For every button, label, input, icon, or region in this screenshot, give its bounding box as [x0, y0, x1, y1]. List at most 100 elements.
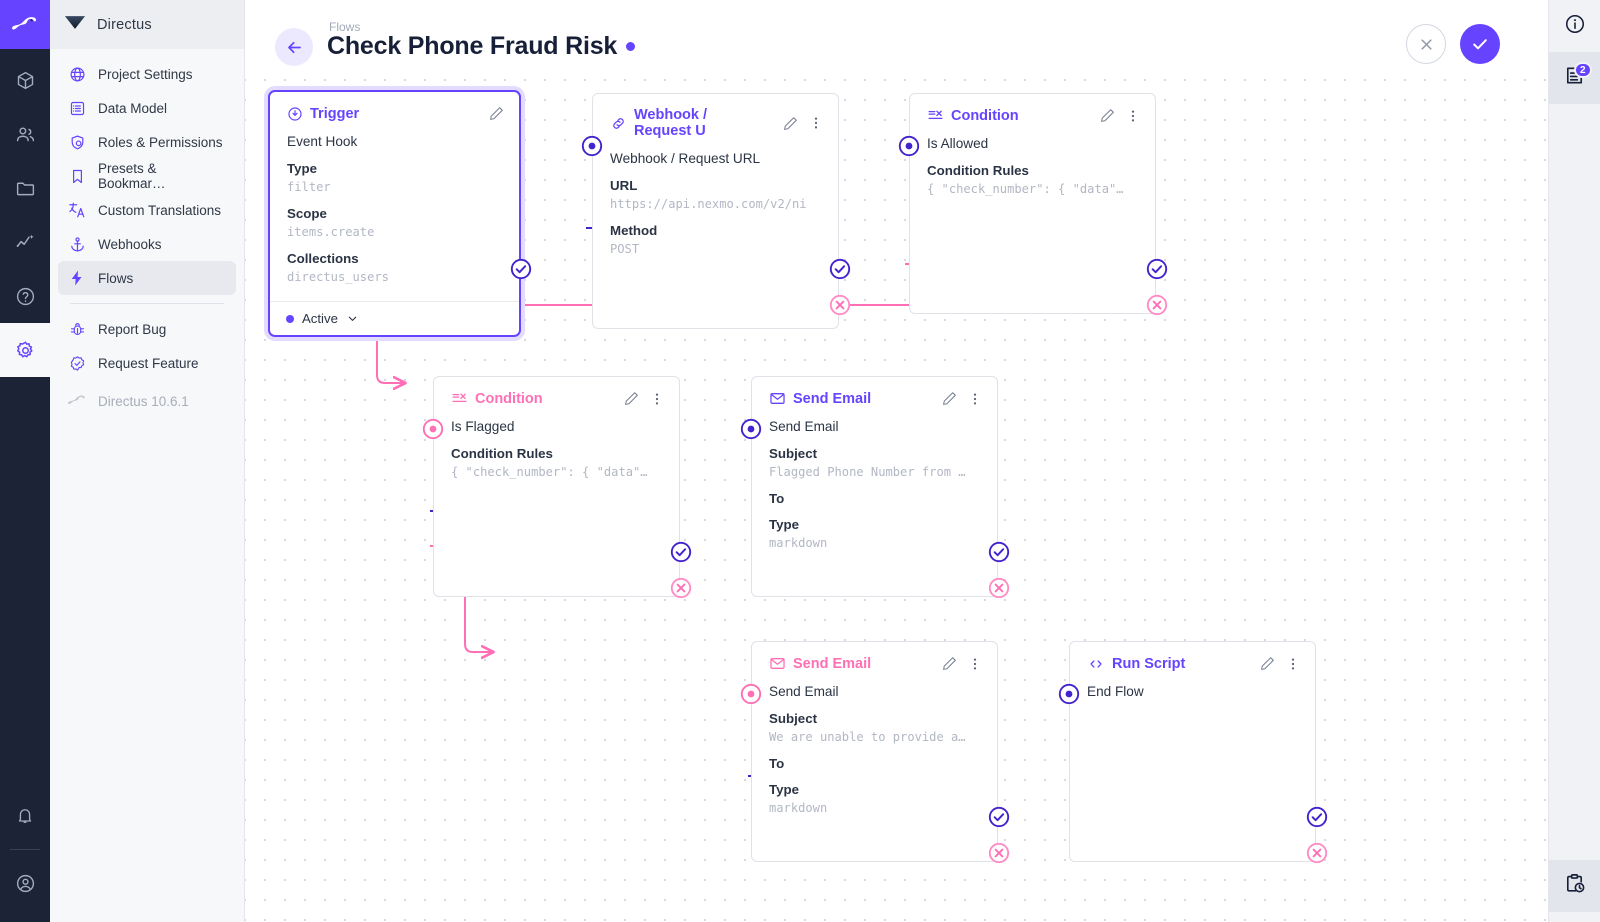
port-reject-condition-flagged[interactable]: [670, 577, 692, 599]
flow-node-send-email-flagged[interactable]: Send Email Send Email Subject Flagged Ph…: [751, 376, 998, 597]
port-input-send-email-unable[interactable]: [740, 683, 762, 705]
rail-item-users[interactable]: [0, 107, 50, 161]
flow-canvas[interactable]: Trigger Event Hook Type filter Scope ite…: [245, 0, 1548, 922]
field-value: directus_users: [287, 270, 389, 284]
node-status-row[interactable]: Active: [270, 301, 519, 335]
field-label: To: [769, 491, 785, 506]
edit-node-icon[interactable]: [940, 390, 959, 407]
translate-icon: [68, 201, 86, 219]
sidebar-item-request-feature[interactable]: Request Feature: [58, 346, 236, 380]
rail-item-content[interactable]: [0, 53, 50, 107]
edit-node-icon[interactable]: [487, 105, 506, 122]
edit-node-icon[interactable]: [622, 390, 641, 407]
node-menu-icon[interactable]: [1284, 656, 1302, 672]
globe-icon: [68, 65, 86, 83]
sidebar-header[interactable]: Directus: [50, 0, 244, 49]
save-button[interactable]: [1460, 24, 1500, 64]
flow-node-trigger[interactable]: Trigger Event Hook Type filter Scope ite…: [268, 90, 521, 337]
sidebar-item-flows[interactable]: Flows: [58, 261, 236, 295]
right-sidebar: 2: [1548, 0, 1600, 922]
node-name: Webhook / Request URL: [610, 151, 761, 166]
node-body: Send Email Subject We are unable to prov…: [752, 678, 997, 861]
header-actions: [1406, 24, 1500, 64]
directus-rabbit-icon: [68, 392, 86, 410]
cancel-button[interactable]: [1406, 24, 1446, 64]
port-reject-webhook[interactable]: [829, 294, 851, 316]
node-menu-icon[interactable]: [966, 656, 984, 672]
port-reject-run-script[interactable]: [1306, 842, 1328, 864]
node-header: Webhook / Request U: [593, 94, 838, 145]
bug-icon: [68, 320, 86, 338]
info-sidebar-button[interactable]: [1549, 0, 1600, 52]
activity-button[interactable]: [1548, 860, 1600, 912]
sidebar-item-custom-translations[interactable]: Custom Translations: [58, 193, 236, 227]
flow-node-send-email-unable[interactable]: Send Email Send Email Subject We are una…: [751, 641, 998, 862]
back-button[interactable]: [275, 28, 313, 66]
node-type-label: Run Script: [1112, 655, 1186, 672]
flow-logs-button[interactable]: 2: [1548, 52, 1600, 104]
code-brackets-icon: [1087, 656, 1105, 672]
sidebar-item-project-settings[interactable]: Project Settings: [58, 57, 236, 91]
port-input-send-email-flagged[interactable]: [740, 418, 762, 440]
port-reject-send-email-unable[interactable]: [988, 842, 1010, 864]
sidebar-version-label: Directus 10.6.1: [98, 393, 189, 409]
port-resolve-condition-flagged[interactable]: [670, 541, 692, 563]
flow-header: Flows Check Phone Fraud Risk: [245, 0, 1548, 85]
status-dot: [286, 314, 294, 323]
edit-node-icon[interactable]: [1258, 655, 1277, 672]
rail-item-help[interactable]: [0, 269, 50, 323]
module-rail-items: [0, 49, 50, 377]
node-body: Is Flagged Condition Rules { "check_numb…: [434, 413, 679, 596]
sidebar-item-roles-permissions[interactable]: Roles & Permissions: [58, 125, 236, 159]
flow-node-webhook[interactable]: Webhook / Request U Webhook / Request UR…: [592, 93, 839, 329]
sidebar-item-data-model[interactable]: Data Model: [58, 91, 236, 125]
chevron-down-icon[interactable]: [346, 312, 359, 325]
sidebar-divider: [70, 303, 224, 304]
sidebar-item-webhooks[interactable]: Webhooks: [58, 227, 236, 261]
sidebar-item-label: Report Bug: [98, 321, 167, 337]
sidebar-item-label: Data Model: [98, 100, 168, 116]
node-type-label: Send Email: [793, 390, 872, 407]
edit-node-icon[interactable]: [1098, 107, 1117, 124]
sidebar-item-report-bug[interactable]: Report Bug: [58, 312, 236, 346]
port-input-webhook[interactable]: [581, 135, 603, 157]
node-name: Send Email: [769, 684, 839, 699]
field-value: filter: [287, 180, 331, 194]
rail-item-settings[interactable]: [0, 323, 50, 377]
list-box-icon: [68, 99, 86, 117]
port-reject-send-email-flagged[interactable]: [988, 577, 1010, 599]
edit-node-icon[interactable]: [781, 115, 800, 132]
condition-icon: [451, 390, 468, 407]
port-resolve-condition-allowed[interactable]: [1146, 258, 1168, 280]
node-menu-icon[interactable]: [648, 391, 666, 407]
node-menu-icon[interactable]: [966, 391, 984, 407]
rail-item-insights[interactable]: [0, 215, 50, 269]
sidebar-nav: Project Settings Data Model: [50, 49, 244, 418]
port-reject-condition-allowed[interactable]: [1146, 294, 1168, 316]
port-input-condition-allowed[interactable]: [898, 135, 920, 157]
directus-logo[interactable]: [0, 0, 50, 49]
port-resolve-send-email-flagged[interactable]: [988, 541, 1010, 563]
edit-node-icon[interactable]: [940, 655, 959, 672]
bookmark-icon: [68, 167, 86, 185]
port-input-run-script[interactable]: [1058, 683, 1080, 705]
flow-node-condition-allowed[interactable]: Condition Is Allowed Condition Rules { "…: [909, 93, 1156, 314]
rail-item-files[interactable]: [0, 161, 50, 215]
sidebar-item-presets-bookmarks[interactable]: Presets & Bookmar…: [58, 159, 236, 193]
port-resolve-webhook[interactable]: [829, 258, 851, 280]
port-resolve-run-script[interactable]: [1306, 806, 1328, 828]
port-input-condition-flagged[interactable]: [422, 418, 444, 440]
breadcrumb[interactable]: Flows: [329, 20, 361, 34]
sidebar-version: Directus 10.6.1: [58, 384, 236, 418]
rail-divider: [10, 849, 40, 850]
flow-node-condition-flagged[interactable]: Condition Is Flagged Condition Rules { "…: [433, 376, 680, 597]
node-menu-icon[interactable]: [807, 115, 825, 131]
node-menu-icon[interactable]: [1124, 108, 1142, 124]
rail-item-account[interactable]: [0, 856, 50, 910]
flow-node-run-script[interactable]: Run Script End Flow: [1069, 641, 1316, 862]
port-resolve-trigger[interactable]: [510, 258, 532, 280]
header-background: [245, 0, 1548, 78]
rail-item-notifications[interactable]: [0, 789, 50, 843]
port-resolve-send-email-unable[interactable]: [988, 806, 1010, 828]
check-decagram-icon: [68, 354, 86, 372]
